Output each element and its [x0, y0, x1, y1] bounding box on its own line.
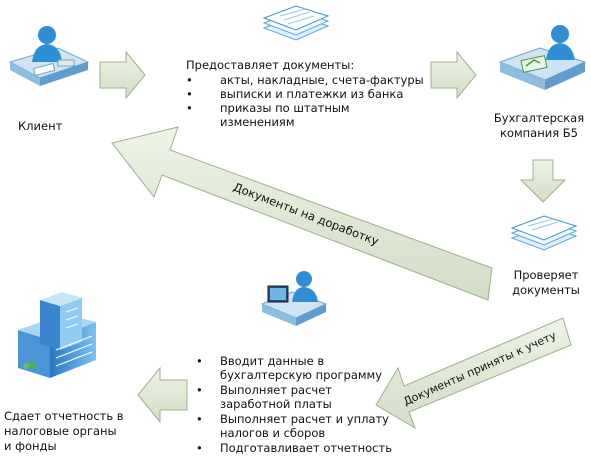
provided-documents-heading: Предоставляет документы: [186, 58, 355, 72]
reports-label: Сдает отчетность в налоговые органы и фо… [4, 409, 134, 454]
list-item: акты, накладные, счета-фактуры [186, 73, 426, 87]
client-person-icon [8, 26, 90, 86]
work-item-line: Выполняет расчет [220, 383, 332, 397]
work-item-line: бухгалтерскую программу [220, 368, 383, 382]
company-label: Бухгалтерская компания Б5 [489, 111, 589, 141]
accountant-person-icon [498, 25, 587, 90]
list-item: Выполняет расчет и уплату налогов и сбор… [196, 412, 396, 440]
document-stack-icon [262, 5, 330, 41]
work-item-line: Подготавливает отчетность [220, 441, 392, 455]
arrow-company-down [519, 159, 567, 203]
office-building-icon [18, 292, 96, 378]
work-item-line: налогов и сборов [220, 426, 326, 440]
list-item: приказы по штатным изменениям [186, 101, 426, 129]
client-label: Клиент [18, 119, 63, 133]
work-item-line: Вводит данные в [220, 354, 325, 368]
work-item-line: заработной платы [220, 397, 332, 411]
provided-documents-block: Предоставляет документы: акты, накладные… [186, 58, 426, 129]
arrow-docs-to-company [430, 50, 477, 100]
checks-label-line: Проверяет [513, 268, 579, 282]
reports-label-line: налоговые органы [4, 424, 117, 438]
list-item: Выполняет расчет заработной платы [196, 383, 396, 411]
list-item: Подготавливает отчетность [196, 441, 396, 455]
arrow-to-reports [137, 366, 188, 424]
list-item: Вводит данные в бухгалтерскую программу [196, 354, 396, 382]
checks-documents-label: Проверяет документы [506, 268, 586, 298]
company-label-line: Бухгалтерская [493, 111, 585, 125]
arrow-client-to-docs [99, 50, 146, 100]
company-label-line: компания Б5 [500, 126, 578, 140]
work-item-line: Выполняет расчет и уплату [220, 412, 389, 426]
checked-documents-icon [510, 215, 578, 251]
list-item: выписки и платежки из банка [186, 87, 426, 101]
reports-label-line: Сдает отчетность в [4, 409, 124, 423]
checks-label-line: документы [512, 283, 580, 297]
computer-operator-icon [260, 271, 328, 326]
arrow-returned-documents [111, 126, 493, 301]
provided-documents-list: акты, накладные, счета-фактуры выписки и… [186, 73, 426, 129]
work-list: Вводит данные в бухгалтерскую программу … [196, 354, 396, 455]
reports-label-line: и фонды [4, 439, 57, 453]
